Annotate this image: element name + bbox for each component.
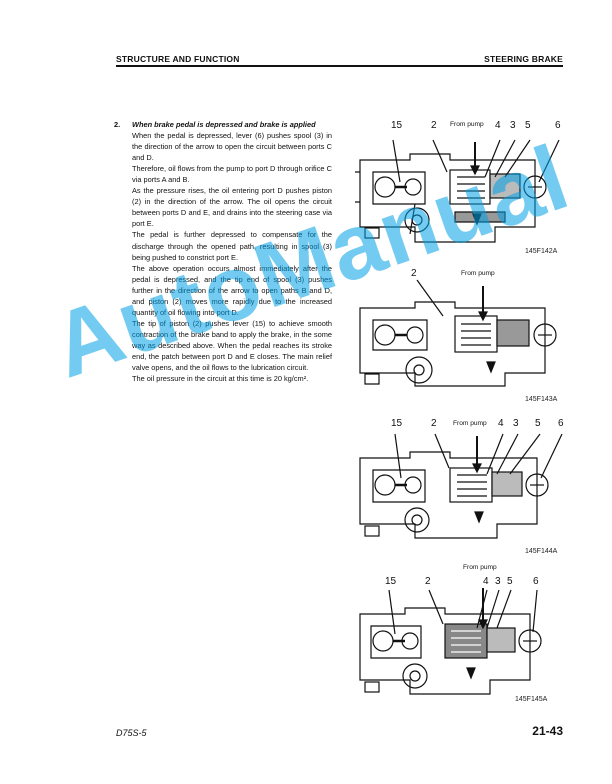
paragraph-7: The oil pressure in the circuit at this … bbox=[132, 374, 309, 384]
brake-valve-diagram-1 bbox=[355, 139, 560, 243]
callout-6: 6 bbox=[555, 120, 561, 131]
brake-valve-diagram-4 bbox=[359, 588, 542, 695]
paragraph-5: The above operation occurs almost immedi… bbox=[132, 263, 332, 317]
callout-15: 15 bbox=[391, 418, 403, 429]
callout-15: 15 bbox=[385, 576, 397, 587]
callout-4: 4 bbox=[483, 576, 489, 587]
header-rule bbox=[116, 65, 563, 67]
paragraph-2: Therefore, oil flows from the pump to po… bbox=[132, 164, 332, 185]
callout-5: 5 bbox=[507, 576, 513, 587]
callout-4: 4 bbox=[495, 120, 501, 131]
callout-3: 3 bbox=[513, 418, 519, 429]
section-number: 2. bbox=[114, 120, 121, 129]
page-number: 21-43 bbox=[532, 724, 563, 738]
paragraph-6: The tip of piston (2) pushes lever (15) … bbox=[132, 318, 332, 373]
figure-1: 15 2 From pump 4 3 5 6 145F142A bbox=[355, 118, 570, 264]
callout-6: 6 bbox=[533, 576, 539, 587]
figure-code: 145F143A bbox=[525, 396, 558, 403]
callout-2: 2 bbox=[411, 268, 417, 279]
from-pump-label: From pump bbox=[461, 270, 495, 277]
paragraph-1: When the pedal is depressed, lever (6) p… bbox=[132, 131, 332, 163]
figure-code: 145F145A bbox=[515, 696, 548, 703]
section-title: When brake pedal is depressed and brake … bbox=[132, 120, 316, 129]
figure-3: 15 2 From pump 4 3 5 6 145F144A bbox=[355, 418, 570, 560]
brake-valve-diagram-3 bbox=[359, 433, 563, 539]
callout-6: 6 bbox=[558, 418, 564, 429]
paragraph-3: As the pressure rises, the oil entering … bbox=[132, 186, 332, 229]
figure-code: 145F144A bbox=[525, 548, 558, 555]
brake-valve-diagram-2 bbox=[359, 279, 557, 387]
callout-4: 4 bbox=[498, 418, 504, 429]
section-heading: 2. When brake pedal is depressed and brak… bbox=[114, 119, 332, 130]
callout-3: 3 bbox=[495, 576, 501, 587]
figure-2: 2 From pump 145F143A bbox=[355, 268, 570, 408]
callout-2: 2 bbox=[431, 418, 437, 429]
paragraph-4: The pedal is further depressed to compen… bbox=[132, 230, 332, 262]
figure-code: 145F142A bbox=[525, 248, 558, 255]
callout-15: 15 bbox=[391, 120, 403, 131]
running-header-right: STEERING BRAKE bbox=[484, 54, 563, 64]
callout-5: 5 bbox=[535, 418, 541, 429]
from-pump-label: From pump bbox=[450, 121, 484, 128]
body-text: 2. When brake pedal is depressed and brak… bbox=[114, 119, 332, 384]
from-pump-label: From pump bbox=[463, 564, 497, 571]
callout-3: 3 bbox=[510, 120, 516, 131]
callout-5: 5 bbox=[525, 120, 531, 131]
running-header-left: STRUCTURE AND FUNCTION bbox=[116, 54, 240, 64]
callout-2: 2 bbox=[431, 120, 437, 131]
from-pump-label: From pump bbox=[453, 420, 487, 427]
footer-model: D75S-5 bbox=[116, 728, 147, 738]
callout-2: 2 bbox=[425, 576, 431, 587]
figure-4: From pump 15 2 4 3 5 6 145F145A bbox=[355, 562, 570, 710]
